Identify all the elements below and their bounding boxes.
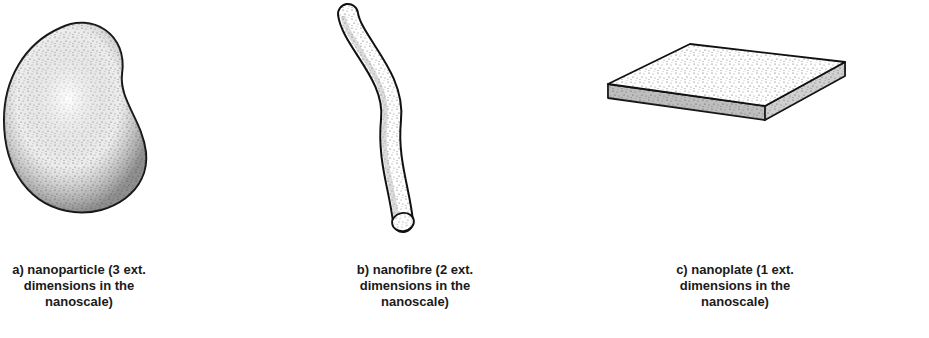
nanoplate-shape (608, 44, 845, 120)
caption-label: b) nanofibre (2 ext. dimensions in the n… (340, 262, 490, 310)
caption-label: c) nanoplate (1 ext. dimensions in the n… (660, 262, 810, 310)
nanoparticle-shape (4, 23, 146, 213)
nanofibre-end (391, 211, 416, 233)
caption-label: a) nanoparticle (3 ext. dimensions in th… (4, 262, 154, 310)
